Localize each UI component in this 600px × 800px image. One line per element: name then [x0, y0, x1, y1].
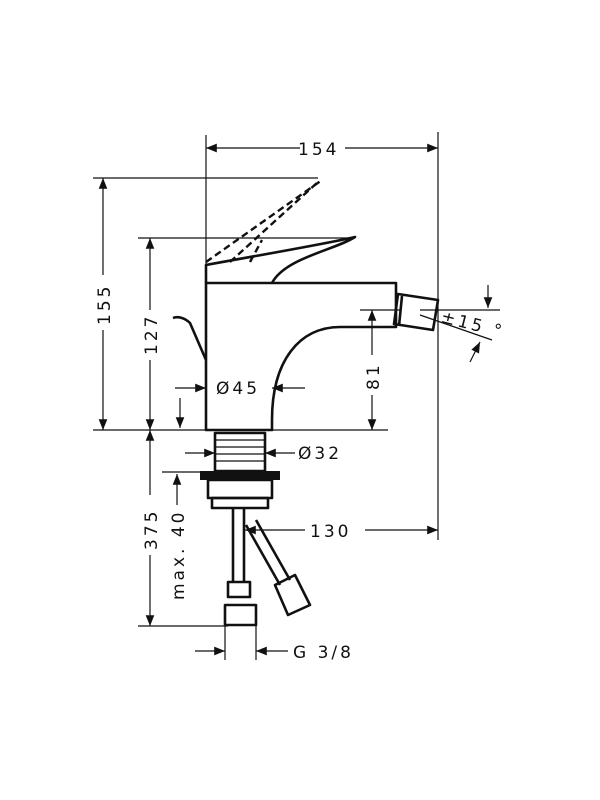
dim-max-thickness: max. 40 [169, 510, 189, 600]
dim-connection: G 3/8 [293, 643, 354, 663]
lever-raised-position [205, 179, 323, 263]
dim-lever-height: 127 [142, 314, 162, 355]
dim-body-diameter: Ø45 [216, 379, 260, 399]
dim-shank-diameter: Ø32 [298, 444, 342, 464]
dim-lever-up-height: 155 [95, 284, 115, 325]
faucet-body [172, 235, 440, 432]
dim-spout-height: 81 [364, 362, 384, 390]
threaded-shank [200, 431, 280, 510]
supply-hoses [223, 508, 312, 627]
dimension-lines [98, 143, 493, 656]
dim-spout-reach: 130 [310, 522, 351, 542]
dim-hose-length: 375 [142, 509, 162, 550]
dim-overall-width: 154 [298, 140, 339, 160]
dim-spout-angle: ±15 ° [439, 307, 507, 342]
